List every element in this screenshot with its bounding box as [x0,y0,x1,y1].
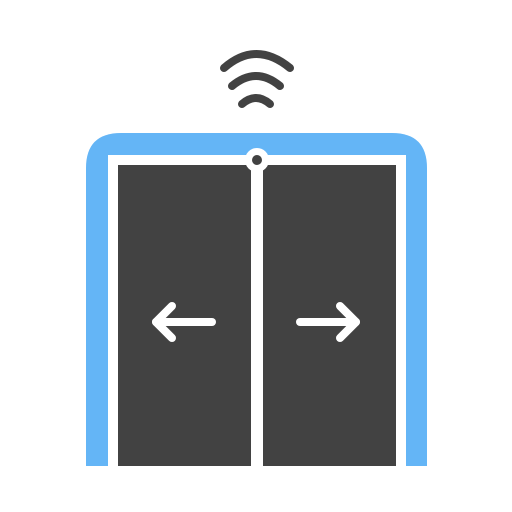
arrow-left-icon [152,302,216,342]
signal-arc-outer [220,50,294,72]
right-door-panel [263,165,396,466]
wifi-signal-icon [220,50,294,108]
signal-arc-inner [238,94,274,108]
signal-arc-middle [228,72,284,90]
arrow-right-icon [296,302,360,342]
left-door-panel [118,165,251,466]
door-pivot-dot [252,155,262,165]
